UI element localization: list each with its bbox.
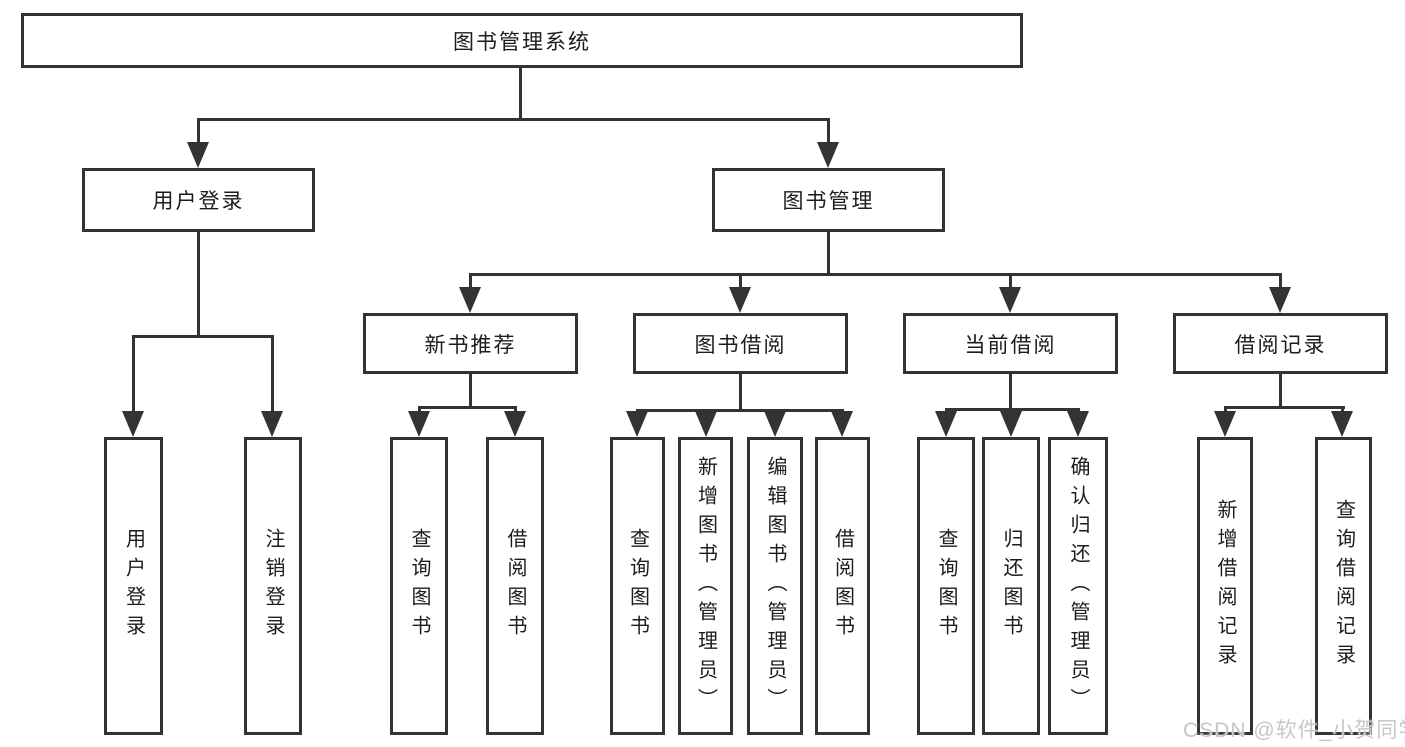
leaf-add-borrow-record: 新增借阅记录 [1197,437,1253,735]
arrow-down-icon [1000,411,1022,437]
connector-user-login-trunk [197,232,200,335]
arrow-down-icon [1214,411,1236,437]
connector-new-book-rec-trunk [469,374,472,409]
connector-user-login-split [132,335,274,338]
arrow-down-icon [695,411,717,437]
leaf-user-login: 用户登录 [104,437,163,735]
arrow-down-icon [459,287,481,313]
connector-stem-book-borrow [739,273,742,289]
leaf-borrow-books: 借阅图书 [815,437,870,735]
connector-book-borrow-split [636,409,844,412]
arrow-down-icon [122,411,144,437]
connector-book-mgmt-split [469,273,1282,276]
node-new-book-recommendation: 新书推荐 [363,313,578,374]
connector-stem [514,406,517,414]
connector-borrow-records-trunk [1279,374,1282,408]
connector-stem-new-book-rec [469,273,472,289]
arrow-down-icon [187,142,209,168]
leaf-borrow-books-recommend: 借阅图书 [486,437,544,735]
arrow-down-icon [408,411,430,437]
connector-borrow-records-split [1224,406,1345,409]
leaf-query-books-borrow: 查询图书 [610,437,665,735]
leaf-confirm-return-admin: 确认归还（管理员） [1048,437,1108,735]
connector-stem [1341,406,1344,414]
leaf-query-borrow-record: 查询借阅记录 [1315,437,1372,735]
leaf-add-books-admin: 新增图书（管理员） [678,437,733,735]
leaf-query-books-current: 查询图书 [917,437,975,735]
connector-stem [1224,406,1227,414]
connector-current-borrow-trunk [1009,374,1012,410]
connector-book-mgmt-trunk [827,232,830,276]
arrow-down-icon [1331,411,1353,437]
connector-root-split [197,118,830,121]
node-book-management: 图书管理 [712,168,945,232]
connector-stem [418,406,421,414]
leaf-query-books-recommend: 查询图书 [390,437,448,735]
connector-new-book-rec-split [418,406,517,409]
arrow-down-icon [935,411,957,437]
node-book-borrowing: 图书借阅 [633,313,848,374]
arrow-down-icon [831,411,853,437]
node-current-borrowing: 当前借阅 [903,313,1118,374]
node-borrowing-records: 借阅记录 [1173,313,1388,374]
connector-stem-book-mgmt [827,118,830,144]
connector-book-borrow-trunk [739,374,742,412]
node-user-login: 用户登录 [82,168,315,232]
arrow-down-icon [626,411,648,437]
connector-stem-borrow-records [1279,273,1282,289]
connector-stem-current-borrow [1009,273,1012,289]
connector-current-borrow-split [945,408,1080,411]
connector-root-trunk [519,68,522,119]
leaf-logout: 注销登录 [244,437,302,735]
arrow-down-icon [729,287,751,313]
leaf-edit-books-admin: 编辑图书（管理员） [747,437,803,735]
connector-stem-leaf-logout [271,335,274,413]
node-library-management-system: 图书管理系统 [21,13,1023,68]
arrow-down-icon [1067,411,1089,437]
arrow-down-icon [764,411,786,437]
connector-stem-user-login [197,118,200,144]
arrow-down-icon [261,411,283,437]
connector-stem-leaf-user-login [132,335,135,413]
csdn-watermark: CSDN @软件_小贺同学 [1183,719,1405,742]
arrow-down-icon [817,142,839,168]
leaf-return-books: 归还图书 [982,437,1040,735]
arrow-down-icon [1269,287,1291,313]
arrow-down-icon [504,411,526,437]
arrow-down-icon [999,287,1021,313]
